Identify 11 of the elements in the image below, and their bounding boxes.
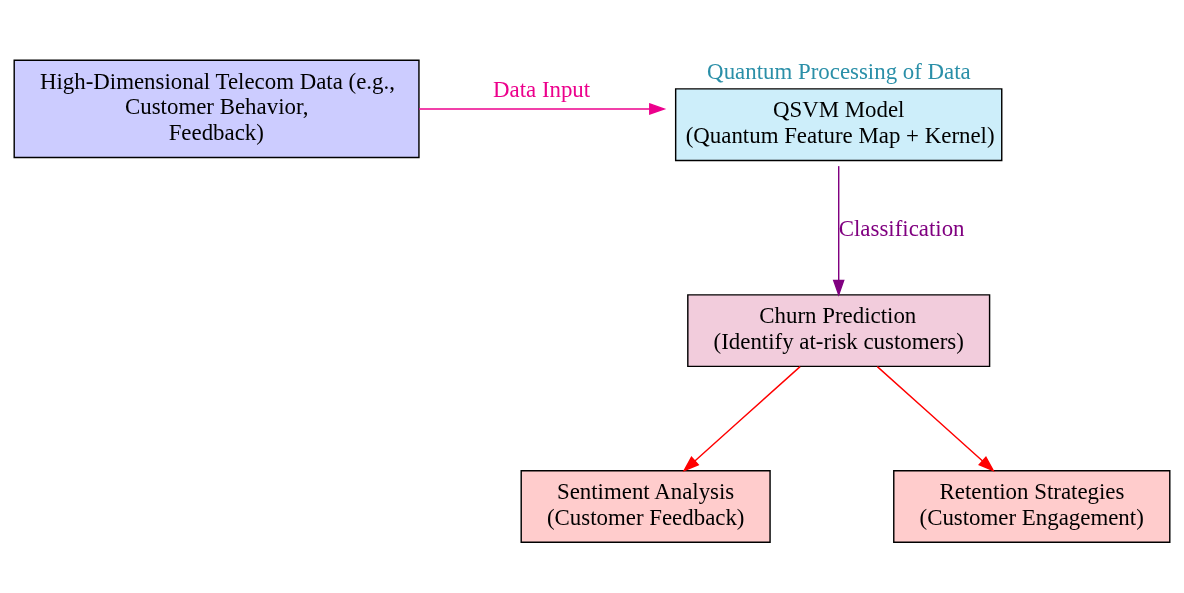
arrow [682,365,801,472]
edge-label: Classification [838,215,965,241]
node-box: Retention Strategies (Customer Engagement) [893,469,1171,543]
arrow [876,365,995,472]
arrow [418,102,667,115]
node-label: Quantum Processing of Data [707,58,971,84]
arrow [832,164,845,297]
node-box: High-Dimensional Telecom Data (e.g., Customer Behavior, Feedback) [13,59,420,158]
node-box: Sentiment Analysis (Customer Feedback) [520,469,771,543]
edge-label: Data Input [492,76,591,102]
node-box: Churn Prediction (Identify at-risk customers) [687,293,991,367]
